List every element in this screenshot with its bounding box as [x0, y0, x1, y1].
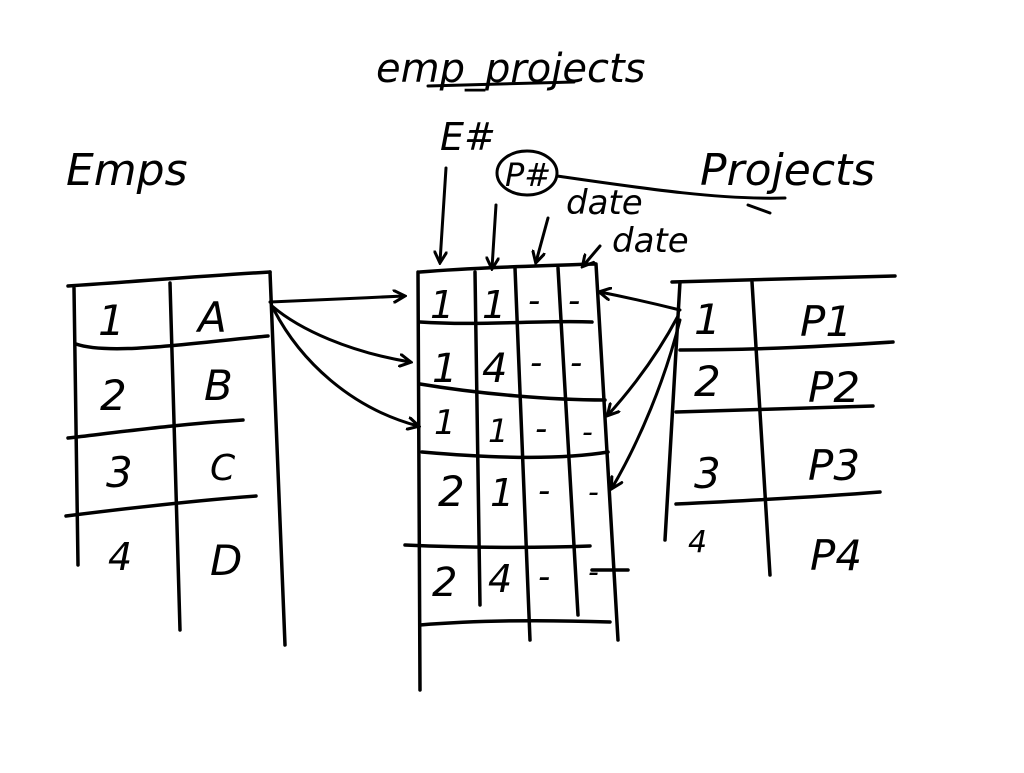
- projects-table-title: Projects: [700, 145, 875, 196]
- junction-row-2-emp: 1: [432, 346, 457, 392]
- junction-row-5-date2: -: [588, 555, 599, 590]
- junction-row-3-project: 1: [488, 412, 508, 450]
- column-label-project-id: P#: [505, 156, 551, 194]
- emp-row-2-name: B: [204, 361, 233, 410]
- junction-row-4-emp: 2: [438, 467, 465, 516]
- emp-row-2-id: 2: [100, 371, 127, 420]
- arrow-emp-id-header: [440, 166, 446, 262]
- project-row-1-name: P1: [800, 297, 852, 346]
- arrow-emp-a-to-row1: [268, 296, 404, 304]
- junction-row-1-project: 1: [482, 283, 506, 327]
- arrow-project-1-to-row4: [612, 318, 682, 488]
- junction-row-4-date2: -: [588, 475, 599, 510]
- emp-row-4-id: 4: [108, 535, 132, 579]
- arrow-project-1-to-row1: [600, 292, 682, 312]
- project-row-2-id: 2: [694, 357, 721, 406]
- project-row-4-name: P4: [810, 531, 862, 580]
- arrow-emp-a-to-row3: [272, 308, 418, 426]
- junction-row-4-project: 1: [490, 471, 514, 515]
- column-label-emp-id: E#: [440, 115, 496, 159]
- emp-row-3-name: C: [210, 448, 236, 489]
- junction-row-3-date2: -: [582, 415, 593, 450]
- column-label-date-1: date: [566, 183, 643, 223]
- project-row-1-id: 1: [694, 295, 721, 344]
- arrow-date-1-header: [536, 216, 550, 262]
- projects-underline-tick: [746, 203, 772, 215]
- emp-row-1-id: 1: [98, 296, 125, 345]
- emps-table: [64, 270, 287, 647]
- project-row-3-name: P3: [808, 441, 860, 490]
- emp-projects-table: [403, 262, 630, 692]
- arrow-emp-a-to-row2: [270, 304, 410, 362]
- junction-row-5-project: 4: [488, 557, 512, 601]
- junction-row-4-date1: -: [538, 471, 550, 511]
- pk-circle: [495, 149, 559, 197]
- emps-table-title: Emps: [66, 145, 188, 196]
- junction-row-1-emp: 1: [430, 283, 454, 327]
- junction-row-1-date1: -: [528, 281, 540, 321]
- emp-row-1-name: A: [195, 293, 227, 342]
- junction-row-5-date1: -: [538, 557, 550, 597]
- junction-row-5-emp: 2: [432, 560, 457, 606]
- junction-row-1-date2: -: [568, 281, 580, 321]
- arrow-project-id-header: [492, 203, 496, 268]
- arrow-project-1-to-row3: [608, 314, 680, 415]
- junction-row-2-project: 4: [482, 346, 507, 392]
- junction-row-2-date1: -: [530, 343, 542, 383]
- column-label-date-2: date: [612, 221, 689, 261]
- pk-to-projects-line: [555, 174, 787, 200]
- project-row-3-id: 3: [694, 449, 721, 498]
- junction-row-3-emp: 1: [434, 403, 456, 443]
- project-row-2-name: P2: [808, 363, 860, 412]
- project-row-4-id: 4: [688, 525, 707, 560]
- emp-row-3-id: 3: [106, 448, 133, 497]
- junction-row-2-date2: -: [570, 343, 582, 383]
- junction-title-underline: [426, 80, 576, 88]
- junction-row-3-date1: -: [535, 409, 547, 449]
- emp-row-4-name: D: [210, 536, 242, 585]
